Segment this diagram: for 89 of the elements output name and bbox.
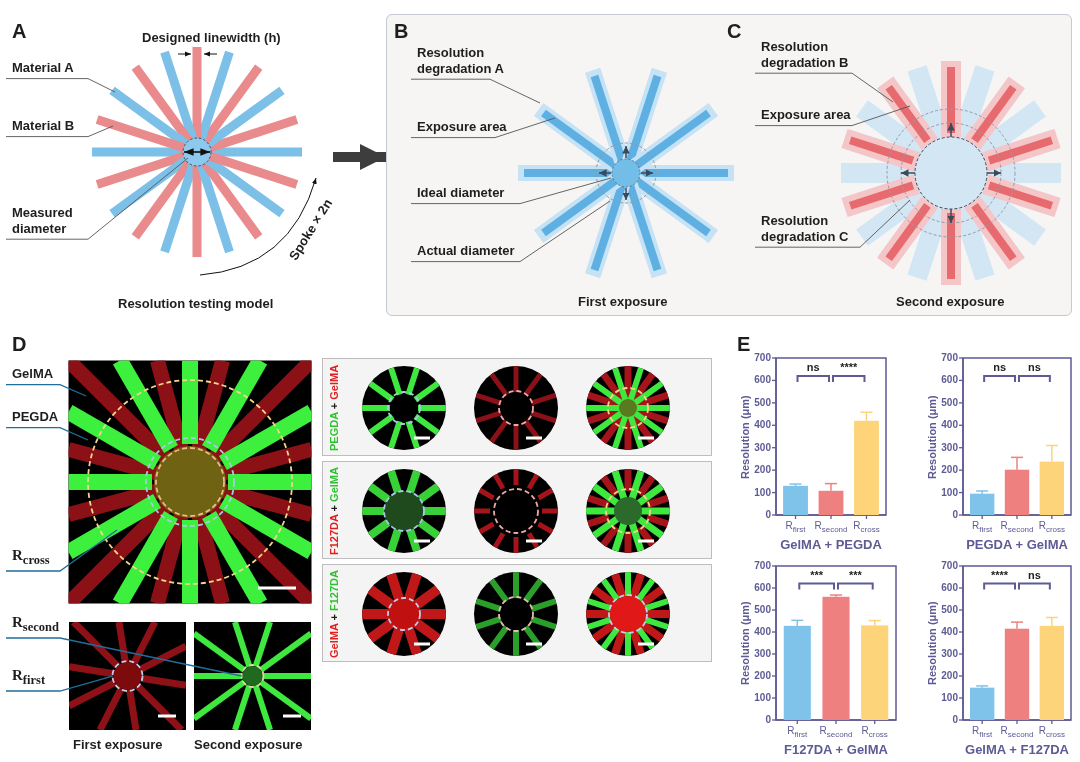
callout-label: Material A	[6, 60, 112, 79]
tick-label: 700	[753, 560, 771, 571]
significance-label: ns	[1027, 568, 1042, 581]
axis-title: GelMA + PEGDA	[779, 537, 883, 552]
axis-title: GelMA + F127DA	[964, 742, 1070, 757]
tick-label: 600	[940, 582, 958, 593]
caption-text: Resolution testing model	[118, 296, 274, 311]
tick-label: 600	[940, 374, 958, 386]
sample-label: PEGDA + GelMA	[328, 364, 340, 451]
category-label: R$_{first}$	[784, 520, 807, 534]
significance-label: ***	[847, 568, 863, 581]
leader-line	[410, 117, 556, 139]
leader-line	[754, 72, 894, 103]
leader-line	[754, 105, 911, 127]
leader-line	[410, 78, 541, 104]
callout-label: Resolution degradation B	[755, 39, 871, 74]
leader-line	[5, 529, 118, 572]
significance-label: ****	[990, 568, 1010, 581]
significance-label: ***	[809, 568, 825, 581]
image-panel	[322, 461, 712, 559]
image-panel	[322, 358, 712, 456]
panel-letter: E	[737, 333, 751, 356]
category-label: R$_{cross}$	[860, 725, 889, 739]
callout-label: Measured diameter	[6, 205, 102, 240]
axis-title: Resolution (μm)	[926, 601, 938, 685]
axis-title: Resolution (μm)	[926, 394, 938, 479]
leader-line	[5, 637, 243, 677]
tick-label: 0	[764, 509, 771, 520]
tick-label: 100	[940, 692, 958, 703]
tick-label: 100	[753, 692, 771, 703]
caption-text: Designed linewidth (h)	[142, 30, 281, 45]
callout-label: PEGDA	[6, 409, 72, 428]
dashed-ring	[240, 664, 265, 688]
axis-title: PEGDA + GelMA	[965, 537, 1069, 552]
tick-label: 600	[753, 582, 771, 593]
tick-label: 700	[753, 352, 771, 363]
axis-title: Resolution (μm)	[739, 601, 751, 685]
leader-line	[5, 125, 114, 138]
leader-line	[410, 200, 611, 263]
callout-label: Actual diameter	[411, 243, 527, 262]
category-label: R$_{second}$	[813, 520, 849, 534]
tick-label: 100	[753, 486, 771, 498]
leader-line	[410, 177, 612, 205]
dashed-ring	[111, 660, 144, 692]
image-panel	[322, 564, 712, 662]
leader-line	[5, 426, 89, 441]
caption-text: Second exposure	[896, 294, 1005, 309]
callout-label: R$_{first}$	[6, 667, 72, 691]
sample-label: GelMA + F127DA	[328, 570, 340, 658]
panel-frame	[386, 14, 1072, 316]
axis-title: F127DA + GelMA	[783, 742, 889, 757]
callout-label: R$_{second}$	[6, 614, 82, 638]
panel-letter: B	[394, 20, 409, 43]
leader-line	[5, 383, 87, 397]
category-label: R$_{second}$	[818, 725, 854, 739]
tick-label: 600	[753, 374, 771, 386]
caption-text: First exposure	[578, 294, 668, 309]
significance-label: ns	[1027, 360, 1042, 373]
significance-label: ns	[805, 360, 821, 373]
leader-line	[5, 78, 116, 93]
callout-label: R$_{cross}$	[6, 547, 72, 571]
leader-line	[754, 199, 911, 248]
callout-label: Exposure area	[411, 119, 527, 138]
callout-label: Resolution degradation A	[411, 45, 527, 80]
significance-label: ns	[992, 360, 1007, 373]
category-label: R$_{first}$	[786, 725, 809, 739]
leader-line	[5, 157, 189, 240]
callout-label: Ideal diameter	[411, 185, 527, 204]
category-label: R$_{second}$	[999, 725, 1035, 739]
category-label: R$_{second}$	[999, 520, 1035, 534]
tick-label: 0	[951, 509, 958, 520]
caption-text: Second exposure	[194, 737, 303, 752]
callout-label: Material B	[6, 118, 112, 137]
significance-label: ****	[839, 360, 859, 373]
axis-title: Resolution (μm)	[739, 394, 751, 479]
tick-label: 100	[940, 486, 958, 498]
arrow	[333, 144, 386, 170]
tick-label: 0	[951, 714, 958, 725]
tick-label: 700	[940, 352, 958, 363]
panel-letter: C	[727, 20, 742, 43]
callout-label: GelMA	[6, 366, 72, 385]
panel-letter: D	[12, 333, 27, 356]
caption-text: First exposure	[73, 737, 163, 752]
tick-label: 0	[764, 714, 771, 725]
sample-label: F127DA + GelMA	[328, 467, 340, 555]
callout-label: Exposure area	[755, 107, 871, 126]
panel-letter: A	[12, 20, 27, 43]
callout-label: Resolution degradation C	[755, 213, 871, 248]
tick-label: 700	[940, 560, 958, 571]
